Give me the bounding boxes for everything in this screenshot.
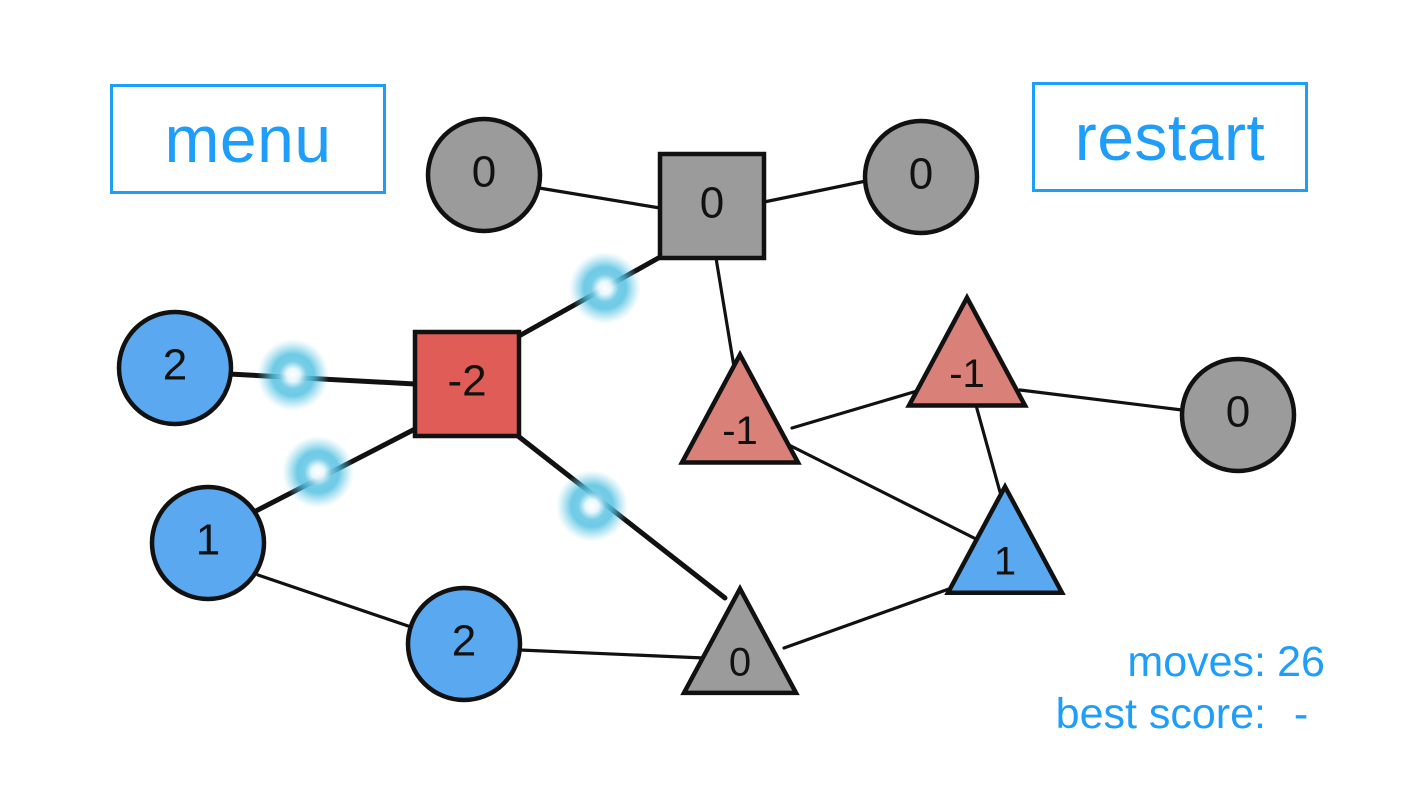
circle-gray-top-left-shape xyxy=(425,116,543,234)
triangle-gray-bottom[interactable]: 0 xyxy=(680,583,800,696)
best-score-label: best score: xyxy=(1055,690,1266,738)
edge-glow-marker-icon[interactable] xyxy=(257,339,329,411)
edge-triangle-left-to-triangle-blue[interactable] xyxy=(787,443,980,542)
edge-circle-top-left-to-square-top[interactable] xyxy=(537,186,662,210)
best-score-row: best score: - xyxy=(1056,688,1336,740)
circle-blue-left-two-shape xyxy=(116,309,234,427)
circle-gray-top-left[interactable]: 0 xyxy=(425,116,543,234)
circle-gray-top-right[interactable]: 0 xyxy=(862,118,980,236)
triangle-blue-right-shape xyxy=(944,481,1066,595)
edge-markers-layer xyxy=(257,252,641,542)
edge-triangle-right-to-circle-right[interactable] xyxy=(1018,388,1184,412)
triangle-blue-right[interactable]: 1 xyxy=(944,481,1066,595)
best-score-value: - xyxy=(1293,690,1309,738)
triangle-gray-bottom-shape xyxy=(680,583,800,696)
circle-blue-left-two[interactable]: 2 xyxy=(116,309,234,427)
square-red-center-shape xyxy=(412,329,522,439)
circle-blue-bottom-two-shape xyxy=(405,585,523,703)
edge-glow-marker-icon[interactable] xyxy=(556,470,628,542)
score-panel: moves: 26 best score: - xyxy=(1056,636,1336,740)
edge-triangle-left-to-triangle-right[interactable] xyxy=(790,389,919,430)
edge-triangle-right-to-triangle-blue[interactable] xyxy=(972,396,1002,494)
circle-gray-right-shape xyxy=(1179,356,1297,474)
edge-glow-marker-icon[interactable] xyxy=(282,436,354,508)
circle-gray-top-right-shape xyxy=(862,118,980,236)
edge-square-top-to-circle-top-right[interactable] xyxy=(762,179,868,204)
edge-triangle-gray-to-triangle-blue[interactable] xyxy=(782,583,962,650)
moves-value: 26 xyxy=(1277,638,1325,686)
triangle-red-right[interactable]: -1 xyxy=(905,292,1029,408)
circle-blue-left-one[interactable]: 1 xyxy=(149,484,267,602)
restart-button[interactable]: restart xyxy=(1032,82,1308,192)
circle-blue-bottom-two[interactable]: 2 xyxy=(405,585,523,703)
menu-button[interactable]: menu xyxy=(110,84,386,194)
circle-blue-left-one-shape xyxy=(149,484,267,602)
triangle-red-center-left-shape xyxy=(678,349,802,465)
edge-circle-bottom-two-to-triangle-gray[interactable] xyxy=(518,648,706,660)
menu-button-label: menu xyxy=(164,102,332,176)
restart-button-label: restart xyxy=(1074,100,1266,174)
moves-row: moves: 26 xyxy=(1056,636,1336,688)
circle-gray-right[interactable]: 0 xyxy=(1179,356,1297,474)
square-red-center[interactable]: -2 xyxy=(412,329,522,439)
square-gray-top[interactable]: 0 xyxy=(657,151,767,261)
edge-circle-left-one-to-circle-bottom-two[interactable] xyxy=(256,573,416,630)
edge-glow-marker-icon[interactable] xyxy=(569,252,641,324)
square-gray-top-shape xyxy=(657,151,767,261)
moves-label: moves: xyxy=(1127,638,1266,686)
triangle-red-center-left[interactable]: -1 xyxy=(678,349,802,465)
triangle-red-right-shape xyxy=(905,292,1029,408)
